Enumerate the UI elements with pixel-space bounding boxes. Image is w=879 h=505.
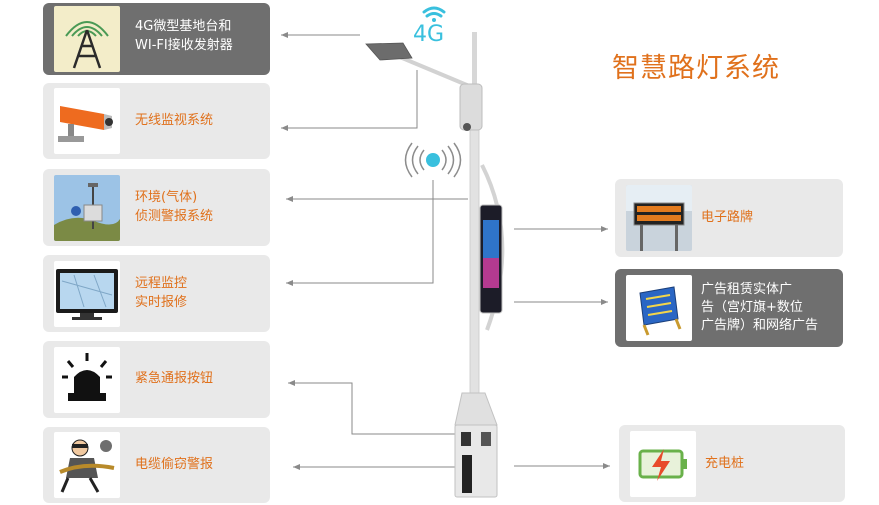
lamp-head-icon — [365, 42, 413, 61]
arrow-emergency — [288, 380, 455, 435]
card-cable-line1: 电缆偷窃警报 — [135, 457, 214, 472]
card-env-line1: 环境(气体) — [135, 190, 198, 205]
card-electronic-sign: 电子路牌 — [615, 179, 843, 257]
card-sign-line1: 电子路牌 — [701, 210, 754, 225]
siren-icon — [54, 347, 120, 413]
card-ad-line3: 广告牌）和网络广告 — [701, 318, 819, 333]
card-charge-line1: 充电桩 — [705, 456, 745, 471]
card-4g-line2: WI-FI接收发射器 — [135, 38, 233, 53]
card-charging-pile: 充电桩 — [619, 425, 845, 502]
card-wireless-monitor: 无线监视系统 — [43, 83, 270, 159]
ad-board-icon — [626, 275, 692, 341]
diagram-title: 智慧路灯系统 — [612, 53, 780, 84]
card-env-line2: 侦测警报系统 — [135, 209, 214, 224]
arrow-camera — [281, 70, 418, 131]
card-emergency-button: 紧急通报按钮 — [43, 341, 270, 418]
security-camera-icon — [54, 88, 120, 154]
weather-station-icon — [54, 175, 120, 241]
card-remote-line2: 实时报修 — [135, 295, 188, 310]
thief-icon — [54, 432, 120, 498]
monitor-screen-icon — [54, 261, 120, 327]
card-ad-line1: 广告租赁实体广 — [701, 282, 793, 297]
road-sign-icon — [626, 185, 692, 251]
card-ad-line2: 告（宫灯旗+数位 — [701, 300, 803, 315]
battery-charge-icon — [630, 431, 696, 497]
arrow-remote — [286, 180, 434, 286]
cell-tower-icon — [54, 6, 120, 72]
card-environment-sensor: 环境(气体) 侦测警报系统 — [43, 169, 270, 246]
card-emergency-line1: 紧急通报按钮 — [135, 371, 214, 386]
card-4g-line1: 4G微型基地台和 — [135, 19, 232, 34]
card-advertising: 广告租赁实体广 告（宫灯旗+数位 广告牌）和网络广告 — [615, 269, 843, 347]
camera-box-icon — [459, 83, 483, 131]
card-wireless-line1: 无线监视系统 — [135, 113, 214, 128]
card-remote-monitor: 远程监控 实时报修 — [43, 255, 270, 332]
card-remote-line1: 远程监控 — [135, 276, 188, 291]
card-4g-base-station: 4G微型基地台和 WI-FI接收发射器 — [43, 3, 270, 75]
badge-4g: 4G — [413, 22, 445, 47]
card-cable-theft-alarm: 电缆偷窃警报 — [43, 427, 270, 503]
